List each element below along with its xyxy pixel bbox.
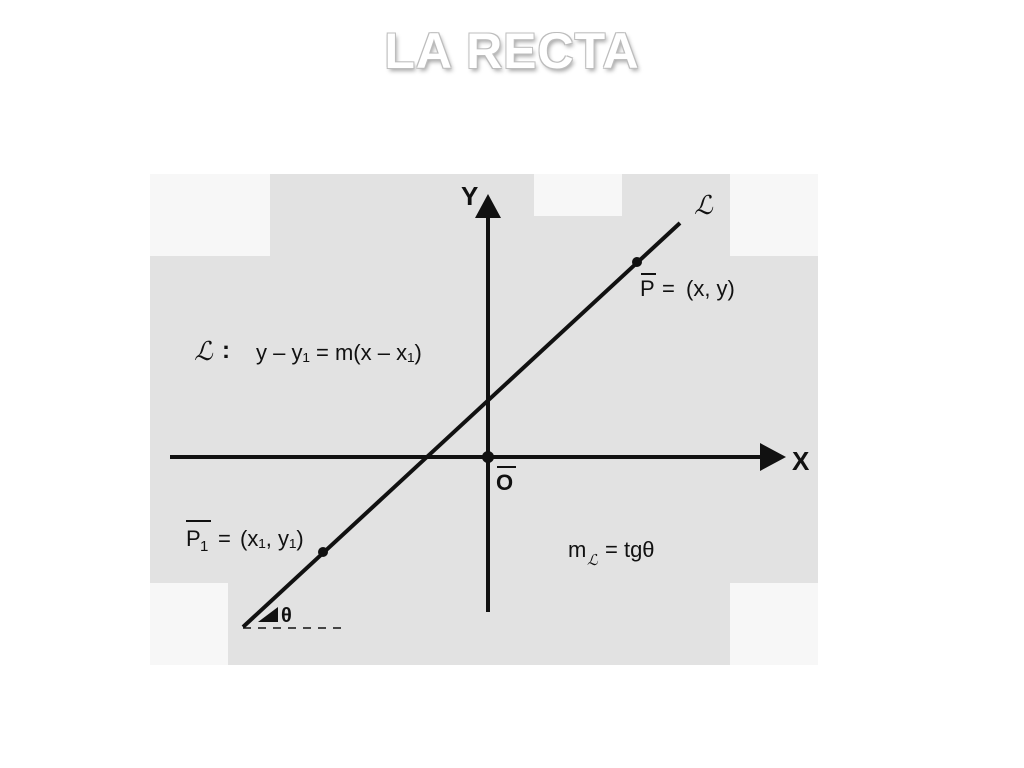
point-p1-subscript: 1 [200,538,208,555]
point-p1-name: P [186,526,201,551]
angle-label: θ [281,605,292,627]
equation-colon: : [222,337,230,364]
slide-title: LA RECTA [384,23,640,79]
x-axis-label: X [792,446,810,476]
point-p1-equals: = [218,526,231,551]
panel-cutout-top-center [534,174,622,216]
panel-cutout-top-right [730,174,818,256]
line-l [241,221,682,629]
equation-text: y – y₁ = m(x – x₁) [256,340,422,365]
point-p1 [318,547,328,557]
angle-wedge [258,607,278,622]
x-axis-arrow [760,443,786,471]
point-p-name: P [640,276,655,301]
panel-cutout-bottom-left [150,583,228,665]
equation-line-symbol: ℒ [194,337,214,367]
slope-subscript: ℒ [587,551,599,569]
point-p-equals: = [662,276,675,301]
slope-m: m [568,537,586,562]
point-p1-coords: (x₁, y₁) [240,526,304,551]
origin-point [482,451,494,463]
slope-rhs: = tgθ [605,537,655,562]
panel-cutout-bottom-right [730,583,818,665]
panel-cutout-top-left [150,174,270,256]
y-axis-arrow [475,194,501,218]
point-p-coords: (x, y) [686,276,735,301]
line-label: ℒ [694,191,714,221]
point-p [632,257,642,267]
origin-label: O [496,470,513,495]
y-axis-label: Y [461,181,478,211]
